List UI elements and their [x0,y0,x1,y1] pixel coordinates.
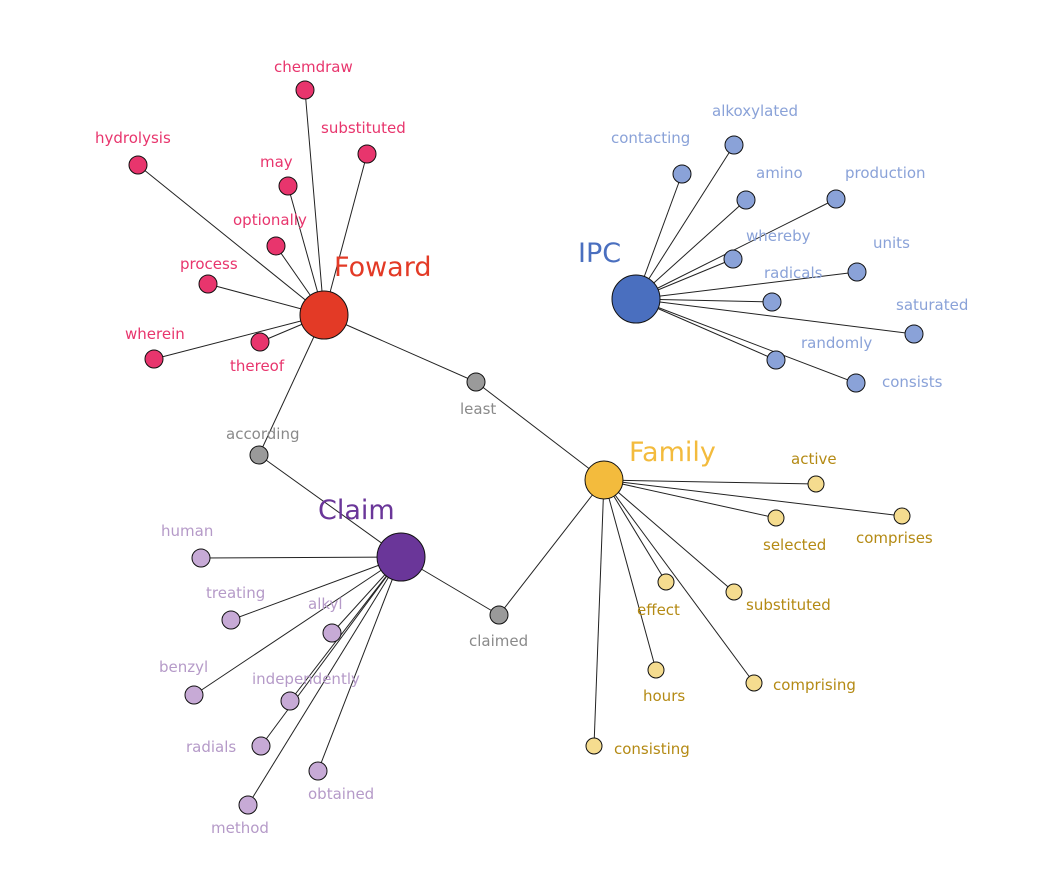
label-claim-alkyl: alkyl [308,595,343,613]
label-foward-optionally: optionally [233,211,307,229]
node-family-selected[interactable] [768,510,784,526]
label-ipc-production: production [845,164,926,182]
node-bridge-according[interactable] [250,446,268,464]
edge-least-family [476,382,604,480]
edge-foward-substituted [324,154,367,315]
label-ipc-whereby: whereby [746,227,811,245]
edge-family-selected [604,480,776,518]
node-claim-method[interactable] [239,796,257,814]
label-ipc-units: units [873,234,910,252]
node-foward-thereof[interactable] [251,333,269,351]
node-foward-may[interactable] [279,177,297,195]
label-ipc-radicals: radicals [764,264,823,282]
label-foward-chemdraw: chemdraw [274,58,353,76]
label-claim-benzyl: benzyl [159,658,208,676]
label-bridge-least: least [460,400,496,418]
node-ipc-consists[interactable] [847,374,865,392]
label-ipc-alkoxylated: alkoxylated [712,102,798,120]
label-foward-thereof: thereof [230,357,285,375]
label-bridge-according: according [226,425,299,443]
label-foward-substituted: substituted [321,119,406,137]
label-claim-method: method [211,819,269,837]
label-family-active: active [791,450,837,468]
node-claim-human[interactable] [192,549,210,567]
label-family-comprises: comprises [856,529,933,547]
node-ipc-contacting[interactable] [673,165,691,183]
label-hub-family: Family [629,437,716,468]
node-foward-substituted[interactable] [358,145,376,163]
node-ipc-randomly[interactable] [767,351,785,369]
edge-claim-radials [261,557,401,746]
node-family-comprising[interactable] [746,675,762,691]
label-foward-process: process [180,255,238,273]
node-ipc-saturated[interactable] [905,325,923,343]
hub-family[interactable] [585,461,623,499]
node-foward-wherein[interactable] [145,350,163,368]
node-bridge-least[interactable] [467,373,485,391]
label-family-consisting: consisting [614,740,690,758]
label-claim-obtained: obtained [308,785,374,803]
nodes [129,81,923,814]
node-family-substituted[interactable] [726,584,742,600]
node-bridge-claimed[interactable] [490,606,508,624]
label-family-substituted: substituted [746,596,831,614]
node-ipc-units[interactable] [848,263,866,281]
node-family-hours[interactable] [648,662,664,678]
hub-foward[interactable] [300,291,348,339]
node-claim-alkyl[interactable] [323,624,341,642]
labels: chemdraw substituted hydrolysis may optional… [95,58,968,837]
label-ipc-saturated: saturated [896,296,968,314]
node-foward-hydrolysis[interactable] [129,156,147,174]
label-claim-radials: radials [186,738,236,756]
edge-foward-least [324,315,476,382]
label-foward-wherein: wherein [125,325,185,343]
label-hub-ipc: IPC [578,238,621,269]
edge-claimed-family [499,480,604,615]
edge-family-comprising [604,480,754,683]
node-claim-radials[interactable] [252,737,270,755]
label-foward-may: may [260,153,293,171]
label-claim-treating: treating [206,584,265,602]
node-claim-benzyl[interactable] [185,686,203,704]
label-family-hours: hours [643,687,685,705]
label-hub-foward: Foward [334,252,431,283]
node-family-comprises[interactable] [894,508,910,524]
node-ipc-alkoxylated[interactable] [725,136,743,154]
label-bridge-claimed: claimed [469,632,528,650]
label-ipc-randomly: randomly [801,334,872,352]
label-claim-independently: independently [252,670,360,688]
node-ipc-amino[interactable] [737,191,755,209]
node-claim-independently[interactable] [281,692,299,710]
label-ipc-consists: consists [882,373,943,391]
node-ipc-production[interactable] [827,190,845,208]
hub-claim[interactable] [377,533,425,581]
node-ipc-whereby[interactable] [724,250,742,268]
hub-ipc[interactable] [612,275,660,323]
edge-claim-human [201,557,401,558]
label-hub-claim: Claim [318,495,395,526]
edge-family-comprises [604,480,902,516]
edge-family-hours [604,480,656,670]
label-family-comprising: comprising [773,676,856,694]
label-foward-hydrolysis: hydrolysis [95,129,171,147]
node-claim-obtained[interactable] [309,762,327,780]
label-family-effect: effect [637,601,680,619]
edge-ipc-production [636,199,836,299]
node-foward-process[interactable] [199,275,217,293]
node-family-consisting[interactable] [586,738,602,754]
node-family-effect[interactable] [658,574,674,590]
edge-claim-obtained [318,557,401,771]
node-ipc-radicals[interactable] [763,293,781,311]
node-family-active[interactable] [808,476,824,492]
label-family-selected: selected [763,536,826,554]
node-claim-treating[interactable] [222,611,240,629]
edge-family-consisting [594,480,604,746]
node-foward-chemdraw[interactable] [296,81,314,99]
node-foward-optionally[interactable] [267,237,285,255]
label-ipc-contacting: contacting [611,129,690,147]
label-ipc-amino: amino [756,164,803,182]
label-claim-human: human [161,522,213,540]
